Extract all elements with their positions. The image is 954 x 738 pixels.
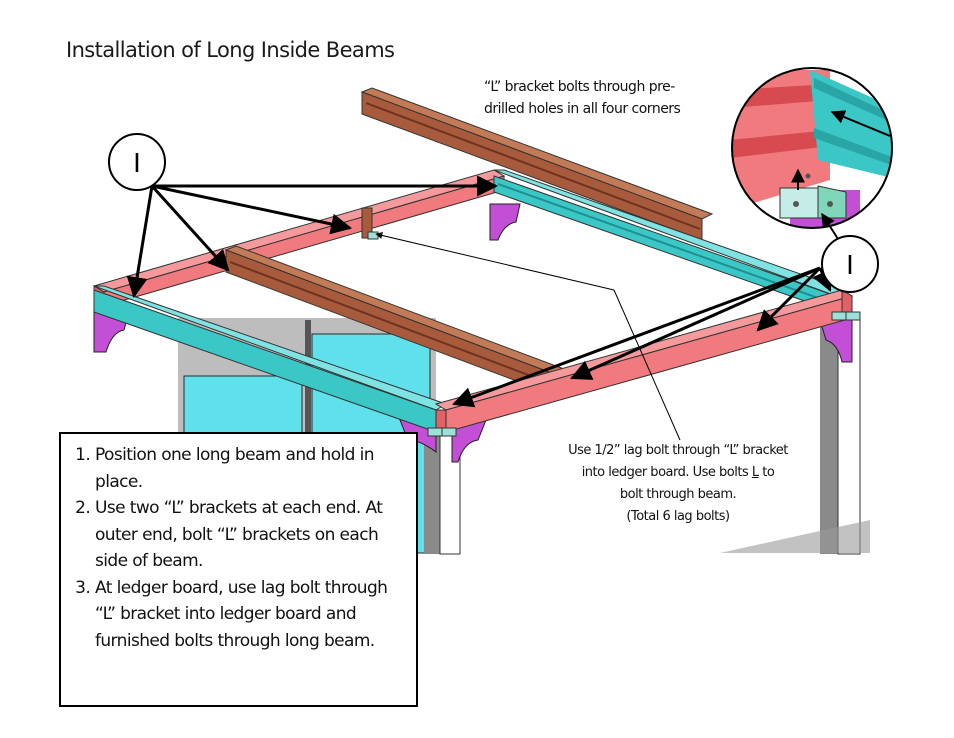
loose-long-beam [360,87,714,241]
callout-line: (Total 6 lag bolts) [626,509,730,524]
zoom-connector-line [821,212,841,243]
corner-detail-zoom [731,67,893,229]
instruction-step: Position one long beam and hold in place… [95,442,408,495]
ledger-bolt-callout: Use 1/2” lag bolt through “L” bracket in… [528,440,828,528]
front-header-beam [434,289,854,433]
bolt-letter: L [751,465,759,480]
callout-line: Use 1/2” lag bolt through “L” bracket [568,443,788,458]
marker-circle-right: I [821,235,879,293]
corner-bracket-callout: “L” bracket bolts through pre- drilled h… [484,76,744,120]
marker-label: I [133,149,141,179]
ledger-leader-line [613,289,681,441]
callout-line: “L” bracket bolts through pre- [484,79,675,95]
l-brackets [367,231,861,437]
marker-label: I [846,251,854,281]
callout-line: into ledger board. Use bolts L to [581,465,775,480]
instruction-steps-list: Position one long beam and hold in place… [67,442,408,654]
right-marker-arrows [452,266,832,408]
corner-braces [93,203,853,463]
support-posts [424,311,870,555]
instruction-step: At ledger board, use lag bolt through “L… [95,575,408,655]
marker-circle-left: I [108,133,166,191]
ledger-leader-line [375,232,615,291]
callout-line: drilled holes in all four corners [484,101,681,117]
instruction-step: Use two “L” brackets at each end. At out… [95,495,408,575]
instruction-steps-box: Position one long beam and hold in place… [59,432,418,707]
left-marker-arrows [126,175,499,299]
page-title: Installation of Long Inside Beams [66,38,395,62]
callout-line: bolt through beam. [619,487,737,502]
